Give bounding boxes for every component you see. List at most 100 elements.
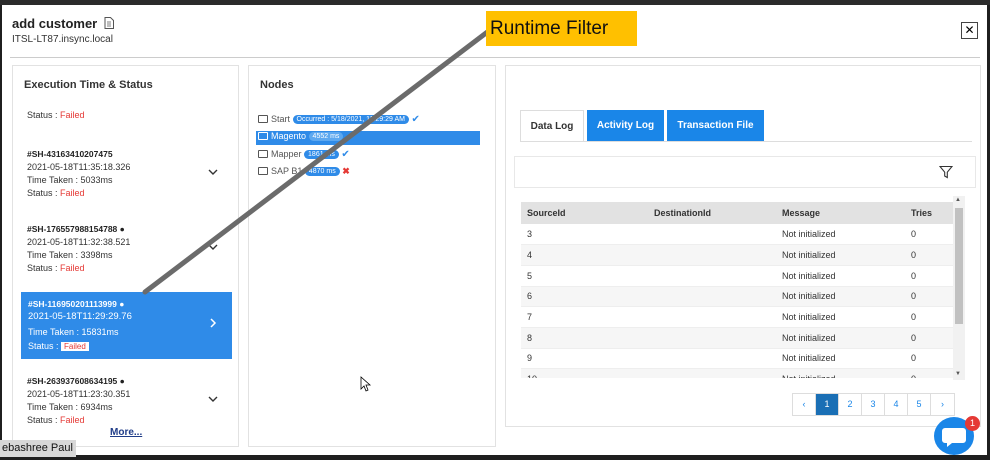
- cell-message: Not initialized: [776, 327, 905, 349]
- execution-status: Status : Failed: [27, 415, 227, 425]
- node-pill: Occurred : 5/18/2021, 11:29:29 AM: [292, 115, 409, 124]
- check-icon: ✔: [341, 149, 350, 160]
- chevron-right-icon[interactable]: [210, 318, 217, 328]
- cell-destination-id: [648, 265, 776, 287]
- execution-time: 2021-05-18T11:32:38.521: [27, 237, 131, 247]
- node-name: Start: [271, 114, 291, 124]
- execution-duration: Time Taken : 15831ms: [28, 327, 119, 337]
- execution-id-text: #SH-263937608634195: [27, 376, 118, 386]
- status-value: Failed: [60, 188, 85, 198]
- chevron-down-icon[interactable]: [208, 396, 218, 403]
- tag-icon: ●: [119, 376, 125, 386]
- node-row-magento[interactable]: Magento 4552 ms: [258, 131, 344, 145]
- status-label: Status :: [28, 341, 59, 351]
- table-scrollbar[interactable]: ▲ ▼: [953, 196, 965, 380]
- cell-tries: 0: [905, 265, 953, 287]
- execution-panel: Execution Time & Status Status : Failed …: [12, 65, 239, 447]
- column-header[interactable]: Tries: [905, 202, 953, 224]
- cell-destination-id: [648, 368, 776, 378]
- cell-destination-id: [648, 327, 776, 349]
- execution-duration: Time Taken : 3398ms: [27, 250, 113, 260]
- tag-icon: ●: [119, 224, 125, 234]
- nodes-panel-title: Nodes: [260, 79, 294, 91]
- top-status-line: Status : Failed: [27, 110, 227, 120]
- cell-source-id: 3: [521, 224, 648, 246]
- node-row-start[interactable]: Start Occurred : 5/18/2021, 11:29:29 AM …: [258, 114, 420, 128]
- folder-icon: [258, 150, 268, 158]
- tab-data-log[interactable]: Data Log: [520, 110, 584, 141]
- node-row-sap-b1[interactable]: SAP B1 4870 ms ✖: [258, 166, 350, 180]
- header-divider: [10, 57, 980, 58]
- cell-tries: 0: [905, 244, 953, 266]
- node-name: Magento: [271, 131, 307, 141]
- cell-source-id: 10: [521, 368, 648, 378]
- page-button-2[interactable]: 2: [839, 394, 862, 415]
- filter-icon[interactable]: [939, 165, 953, 179]
- page-button-3[interactable]: 3: [862, 394, 885, 415]
- user-name-tag: ebashree Paul: [0, 440, 76, 457]
- execution-time: 2021-05-18T11:29:29.76: [28, 311, 132, 322]
- more-link[interactable]: More...: [110, 427, 143, 438]
- folder-icon: [258, 115, 268, 123]
- modal-subtitle: ITSL-LT87.insync.local: [12, 34, 113, 45]
- nodes-panel: Nodes Start Occurred : 5/18/2021, 11:29:…: [248, 65, 496, 447]
- column-header[interactable]: DestinationId: [648, 202, 776, 224]
- execution-duration: Time Taken : 5033ms: [27, 175, 113, 185]
- cell-tries: 0: [905, 327, 953, 349]
- execution-item[interactable]: #SH-176557988154788 ● 2021-05-18T11:32:3…: [27, 224, 227, 273]
- cell-destination-id: [648, 286, 776, 308]
- page-button-4[interactable]: 4: [885, 394, 908, 415]
- node-name: Mapper: [271, 149, 302, 159]
- pagination: ‹ 1 2 3 4 5 ›: [792, 393, 955, 416]
- execution-status: Status : Failed: [27, 188, 227, 198]
- error-x-icon: ✖: [342, 166, 350, 176]
- execution-item[interactable]: #SH-43163410207475 2021-05-18T11:35:18.3…: [27, 149, 227, 198]
- status-label: Status :: [27, 263, 58, 273]
- column-header[interactable]: SourceId: [521, 202, 648, 224]
- execution-id: #SH-116950201113999 ●: [28, 299, 124, 309]
- column-header[interactable]: Message: [776, 202, 905, 224]
- scroll-up-icon[interactable]: ▲: [955, 197, 961, 203]
- close-button[interactable]: ✕: [961, 22, 978, 39]
- document-icon[interactable]: [104, 17, 114, 29]
- check-icon: ✔: [411, 114, 420, 125]
- execution-id: #SH-263937608634195 ●: [27, 376, 227, 386]
- status-value: Failed: [60, 415, 85, 425]
- page-prev-button[interactable]: ‹: [793, 394, 816, 415]
- node-name: SAP B1: [271, 166, 303, 176]
- scroll-down-icon[interactable]: ▼: [955, 371, 961, 377]
- folder-icon: [258, 132, 268, 140]
- execution-item[interactable]: #SH-263937608634195 ● 2021-05-18T11:23:3…: [27, 376, 227, 425]
- execution-item-selected[interactable]: #SH-116950201113999 ● 2021-05-18T11:29:2…: [21, 292, 232, 359]
- cell-message: Not initialized: [776, 224, 905, 246]
- chevron-down-icon[interactable]: [208, 244, 218, 251]
- chevron-down-icon[interactable]: [208, 169, 218, 176]
- tab-transaction-file[interactable]: Transaction File: [667, 110, 764, 141]
- page-next-button[interactable]: ›: [931, 394, 954, 415]
- cell-source-id: 8: [521, 327, 648, 349]
- cell-message: Not initialized: [776, 368, 905, 378]
- node-row-mapper[interactable]: Mapper 1861 ms ✔: [258, 149, 350, 163]
- scrollbar-thumb[interactable]: [955, 208, 963, 324]
- status-label: Status :: [27, 415, 58, 425]
- status-label: Status :: [27, 188, 58, 198]
- page-button-5[interactable]: 5: [908, 394, 931, 415]
- cell-message: Not initialized: [776, 244, 905, 266]
- cell-destination-id: [648, 224, 776, 246]
- tab-activity-log[interactable]: Activity Log: [587, 110, 664, 141]
- cell-message: Not initialized: [776, 306, 905, 328]
- filter-bar: [514, 156, 976, 188]
- cell-source-id: 7: [521, 306, 648, 328]
- tab-underline: [520, 141, 972, 142]
- page-button-1[interactable]: 1: [816, 394, 839, 415]
- status-badge: Failed: [61, 342, 89, 351]
